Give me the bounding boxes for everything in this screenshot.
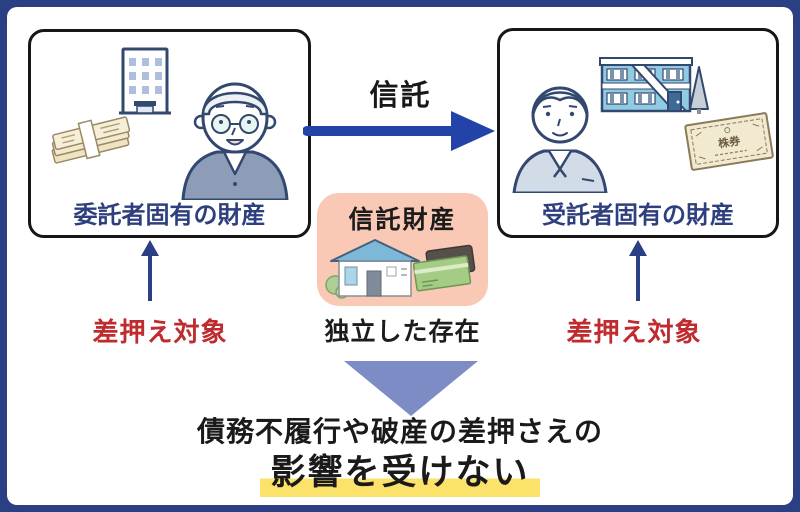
bank-card-icon [412, 244, 476, 292]
trust-property-title: 信託財産 [348, 205, 457, 234]
up-arrow-right-icon [629, 240, 647, 301]
up-arrow-left-icon [141, 240, 159, 301]
conclusion-line-1: 債務不履行や破産の差押さえの [196, 415, 603, 448]
trust-arrow-label: 信託 [369, 78, 432, 112]
apartment-building-icon [599, 57, 709, 114]
settlor-box-label: 委託者固有の財産 [73, 201, 266, 229]
trust-property-box: 信託財産 [317, 193, 488, 306]
conclusion-line-2: 影響を受けない [0, 444, 800, 497]
house-icon [330, 239, 420, 297]
trustee-property-box: 株券 受託者固有の財産 [497, 28, 779, 238]
settlor-property-box: 委託者固有の財産 [28, 29, 311, 238]
down-triangle-icon [344, 361, 478, 416]
money-stack-icon [51, 116, 131, 164]
elderly-man-icon [181, 82, 289, 200]
trustee-box-label: 受託者固有の財産 [542, 201, 734, 229]
house-and-bank-card-icon [325, 239, 476, 299]
svg-text:株券: 株券 [717, 133, 742, 150]
seizure-label-right: 差押え対象 [566, 318, 702, 348]
trust-arrow-icon [303, 111, 495, 151]
trust-property-caption: 独立した存在 [324, 317, 481, 346]
seizure-label-left: 差押え対象 [92, 318, 228, 348]
young-man-icon [512, 86, 608, 193]
stock-certificate-icon: 株券 [684, 112, 774, 171]
highlighted-text: 影響を受けない [260, 453, 540, 497]
office-building-icon [119, 47, 171, 115]
